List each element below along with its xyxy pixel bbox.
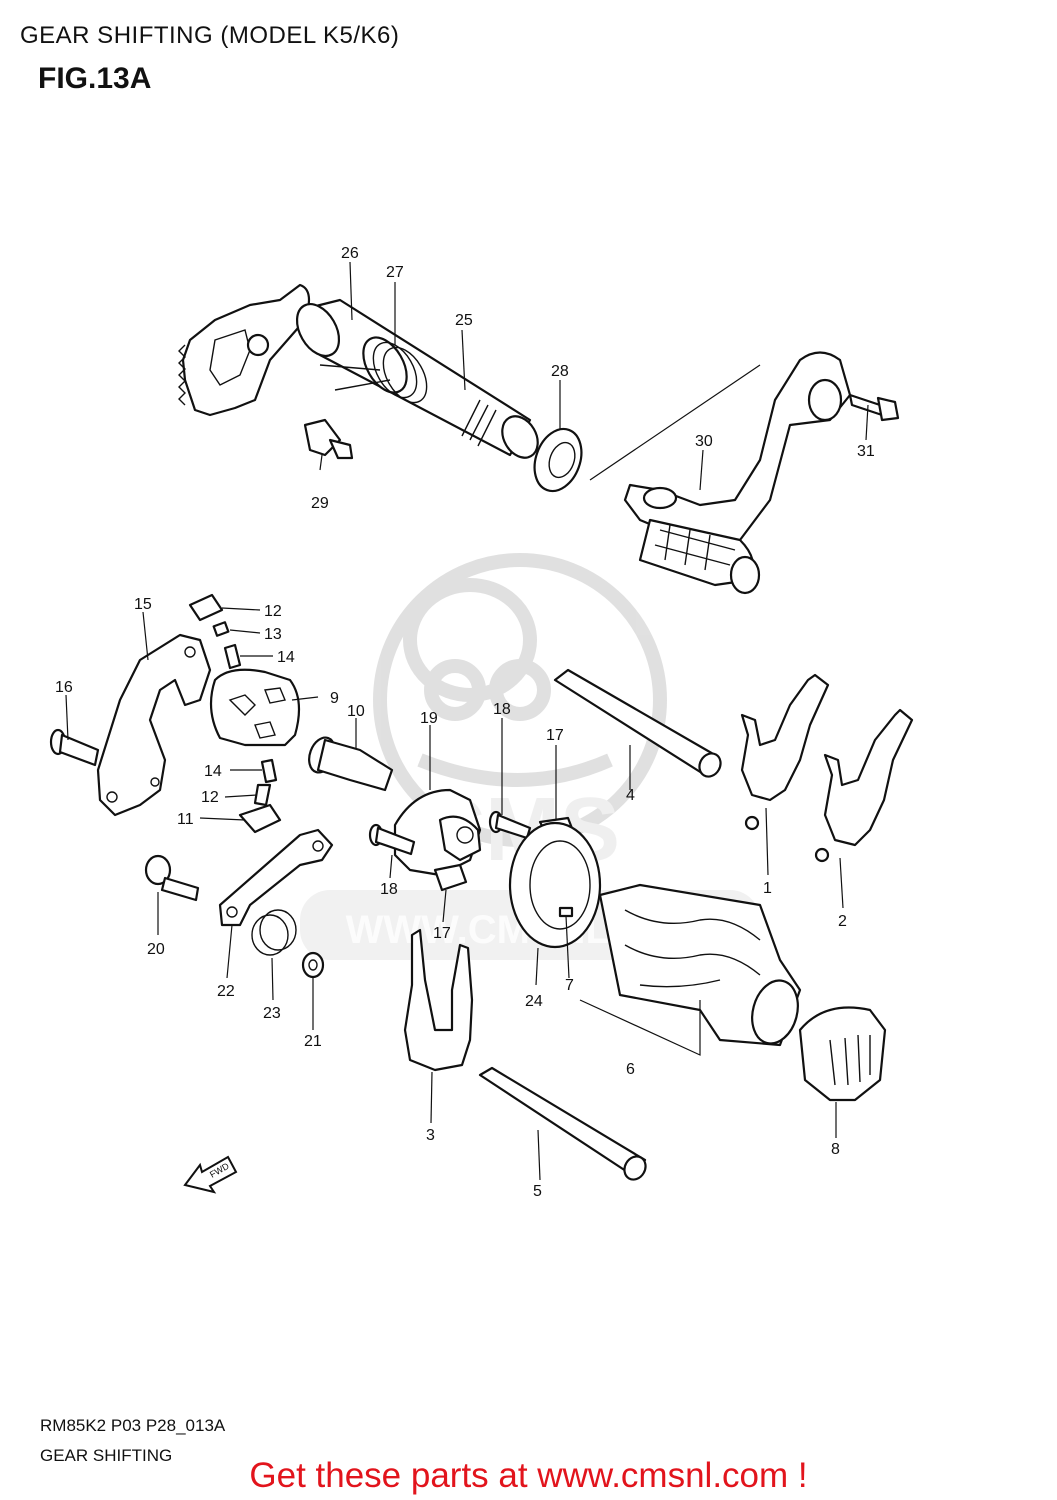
callout-25: 25 <box>455 312 473 329</box>
callout-4: 4 <box>626 787 635 804</box>
part-20-bolt <box>144 854 200 902</box>
part-14-spring-lower <box>260 758 278 784</box>
callout-13: 13 <box>264 626 282 643</box>
callout-10: 10 <box>347 703 365 720</box>
fwd-arrow: FWD <box>183 1155 238 1194</box>
callout-7: 7 <box>565 977 574 994</box>
part-1-gearshift-fork <box>740 673 830 831</box>
part-8-bearing <box>798 1006 887 1102</box>
callout-12-lower: 12 <box>201 789 219 806</box>
part-13-pin <box>212 621 230 637</box>
part-6-gearshift-cam <box>598 883 802 1047</box>
callout-11: 11 <box>177 811 194 828</box>
part-17-lock-washer-lower <box>433 863 468 892</box>
callout-1: 1 <box>763 880 772 897</box>
callout-12: 12 <box>264 603 282 620</box>
part-2-gearshift-fork <box>814 708 914 863</box>
figure-number: FIG.13A <box>38 62 152 95</box>
leader-lines <box>65 261 869 1181</box>
callout-28: 28 <box>551 363 569 380</box>
part-19-cam-guide <box>393 788 482 877</box>
part-31-bolt <box>848 393 900 422</box>
part-15-plate <box>96 633 212 817</box>
part-4-fork-shaft <box>553 668 722 778</box>
callout-19: 19 <box>420 710 438 727</box>
callout-20: 20 <box>147 941 165 958</box>
part-30-gearshift-lever <box>623 351 852 595</box>
part-18-screw-lower <box>368 823 416 856</box>
callout-3: 3 <box>426 1127 435 1144</box>
callout-15: 15 <box>134 596 152 613</box>
part-10-bolt <box>308 736 394 792</box>
part-26-shift-arm <box>178 283 311 417</box>
callout-30: 30 <box>695 433 713 450</box>
part-16-screw <box>49 728 100 767</box>
callout-29: 29 <box>311 495 329 512</box>
callout-23: 23 <box>263 1005 281 1022</box>
callout-17: 17 <box>546 727 564 744</box>
part-21-washer <box>301 951 325 979</box>
part-28-oil-seal <box>533 427 583 493</box>
callout-5: 5 <box>533 1183 542 1200</box>
callout-labels: 26 27 25 28 29 30 31 15 12 13 14 16 9 10… <box>55 245 875 1200</box>
part-14-spring <box>223 643 242 670</box>
part-24-bearing <box>508 821 602 949</box>
part-27-return-spring <box>319 336 428 404</box>
drawing-name: GEAR SHIFTING <box>40 1446 173 1465</box>
part-23-spring <box>251 909 297 956</box>
drawing-code: RM85K2 P03 P28_013A <box>40 1416 226 1435</box>
callout-8: 8 <box>831 1141 840 1158</box>
part-5-fork-shaft <box>478 1066 647 1181</box>
callout-14-lower: 14 <box>204 763 222 780</box>
callout-14: 14 <box>277 649 295 666</box>
part-29-stopper-bolt <box>303 418 354 460</box>
part-11-stopper <box>238 803 282 834</box>
callout-26: 26 <box>341 245 359 262</box>
callout-18-lower: 18 <box>380 881 398 898</box>
callout-31: 31 <box>857 443 875 460</box>
callout-27: 27 <box>386 264 404 281</box>
callout-16: 16 <box>55 679 73 696</box>
callout-24: 24 <box>525 993 543 1010</box>
part-12-pawl-lower <box>253 783 272 807</box>
promo-link[interactable]: Get these parts at www.cmsnl.com ! <box>249 1456 808 1495</box>
part-25-shift-shaft <box>295 298 539 459</box>
callout-17-lower: 17 <box>433 925 451 942</box>
callout-6: 6 <box>626 1061 635 1078</box>
part-3-gearshift-fork <box>403 928 474 1072</box>
callout-9: 9 <box>330 690 339 707</box>
part-22-stopper-arm <box>218 828 334 927</box>
part-12-pawl <box>188 593 224 622</box>
callout-18: 18 <box>493 701 511 718</box>
diagram-title: GEAR SHIFTING (MODEL K5/K6) <box>20 22 400 49</box>
callout-22: 22 <box>217 983 235 1000</box>
part-9-cam-driven-gear <box>209 668 301 747</box>
callout-2: 2 <box>838 913 847 930</box>
callout-21: 21 <box>304 1033 322 1050</box>
